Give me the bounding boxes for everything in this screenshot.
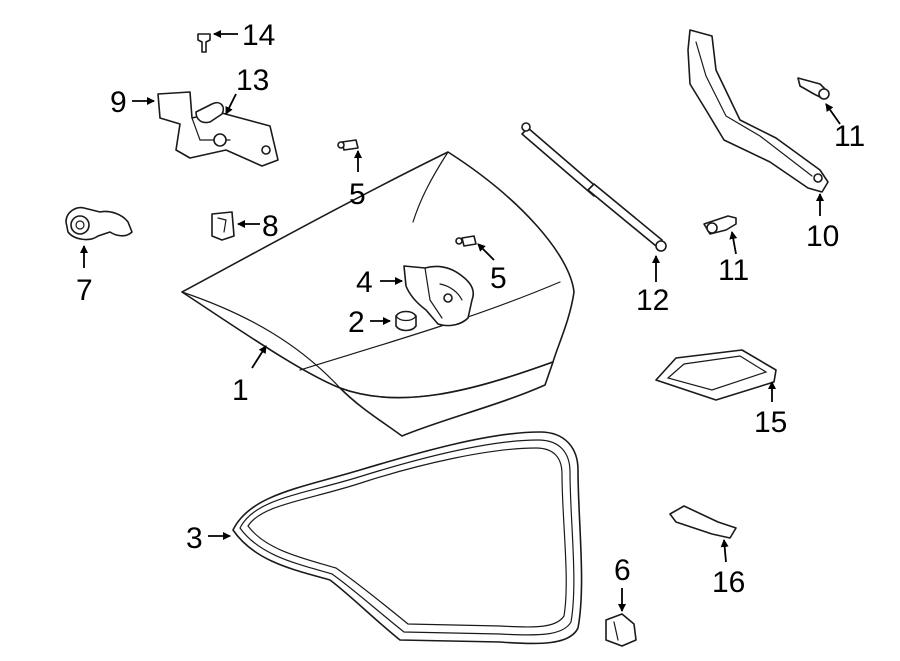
callout-9: 9 <box>110 86 127 119</box>
gas-strut <box>521 122 667 252</box>
leader-lines <box>80 30 841 612</box>
callout-13: 13 <box>236 64 269 97</box>
callout-labels: 1 2 3 4 5 5 6 7 8 9 10 11 11 12 13 14 15… <box>76 19 865 599</box>
callout-5-upper: 5 <box>349 178 366 211</box>
bumper <box>395 310 417 332</box>
callout-14: 14 <box>242 19 275 52</box>
callout-15: 15 <box>754 406 787 439</box>
weatherstrip <box>232 431 583 645</box>
callout-7: 7 <box>76 274 93 307</box>
callout-2: 2 <box>348 306 365 339</box>
callout-10: 10 <box>806 220 839 253</box>
bolt-14 <box>197 33 211 53</box>
clip-8 <box>211 211 235 241</box>
callout-4: 4 <box>356 266 373 299</box>
callout-5-center: 5 <box>490 262 507 295</box>
bracket-6 <box>605 613 637 647</box>
support-bracket <box>687 29 829 193</box>
handle <box>669 505 737 539</box>
latch <box>403 265 475 327</box>
trunk-lid <box>181 151 575 437</box>
lock-cylinder <box>65 206 133 241</box>
bolt-11-lower <box>703 215 737 235</box>
hinge-bumper <box>195 101 225 124</box>
bolt-5-upper <box>337 139 359 151</box>
callout-11-upper: 11 <box>834 120 865 153</box>
bolt-11-upper <box>797 77 830 100</box>
callout-8: 8 <box>262 210 279 243</box>
callout-12: 12 <box>636 284 669 317</box>
cover-panel <box>655 349 777 401</box>
callout-16: 16 <box>712 566 745 599</box>
hinge <box>157 91 279 167</box>
bolt-5-center <box>455 235 477 247</box>
callout-11-lower: 11 <box>718 254 749 287</box>
callout-6: 6 <box>614 554 631 587</box>
callout-1: 1 <box>232 374 249 407</box>
callout-3: 3 <box>186 522 203 555</box>
